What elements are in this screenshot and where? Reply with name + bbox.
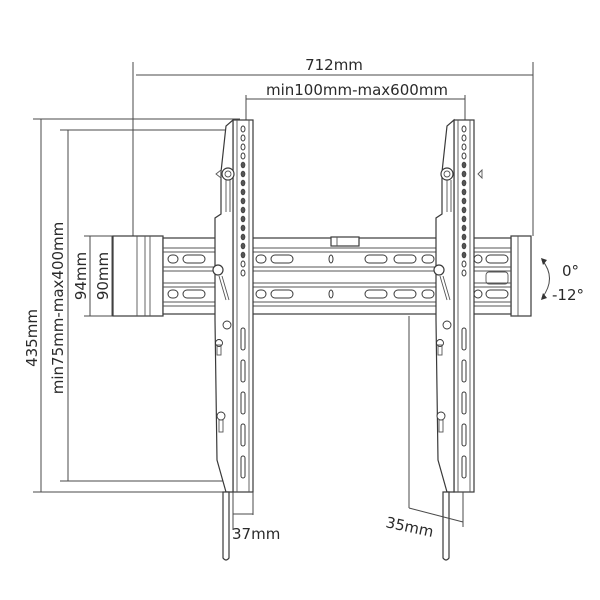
dimension-depth-left: 37mm [232,492,280,543]
tilt-indicator: 0° -12° [541,258,584,304]
dimension-vesa-horizontal: min100mm-max600mm [245,81,466,125]
depth-right-label: 35mm [384,513,435,541]
dimension-vesa-vertical: min75mm-max400mm [49,129,245,482]
right-vertical-arm [433,118,483,561]
tilt-down-label: -12° [552,286,584,304]
dimension-overall-width: 712mm [132,56,534,236]
right-arm-holes [461,125,467,277]
dimension-wall-plate-height: 94mm 90mm [72,235,120,317]
vesa-horizontal-label: min100mm-max600mm [266,81,448,99]
wall-plate-inner-label: 90mm [94,252,112,300]
depth-left-label: 37mm [232,525,280,543]
rail-slots-bottom [167,289,509,299]
left-arm-holes [240,125,246,277]
curved-double-arrow-icon [541,259,550,299]
overall-width-label: 712mm [305,56,363,74]
vesa-vertical-label: min75mm-max400mm [49,222,67,395]
overall-height-label: 435mm [23,309,41,367]
wall-plate-outer-label: 94mm [72,252,90,300]
dimension-overall-height: 435mm [23,118,240,493]
tilt-up-label: 0° [562,262,579,280]
left-vertical-arm [212,118,254,561]
rail-slots-top [167,254,509,264]
